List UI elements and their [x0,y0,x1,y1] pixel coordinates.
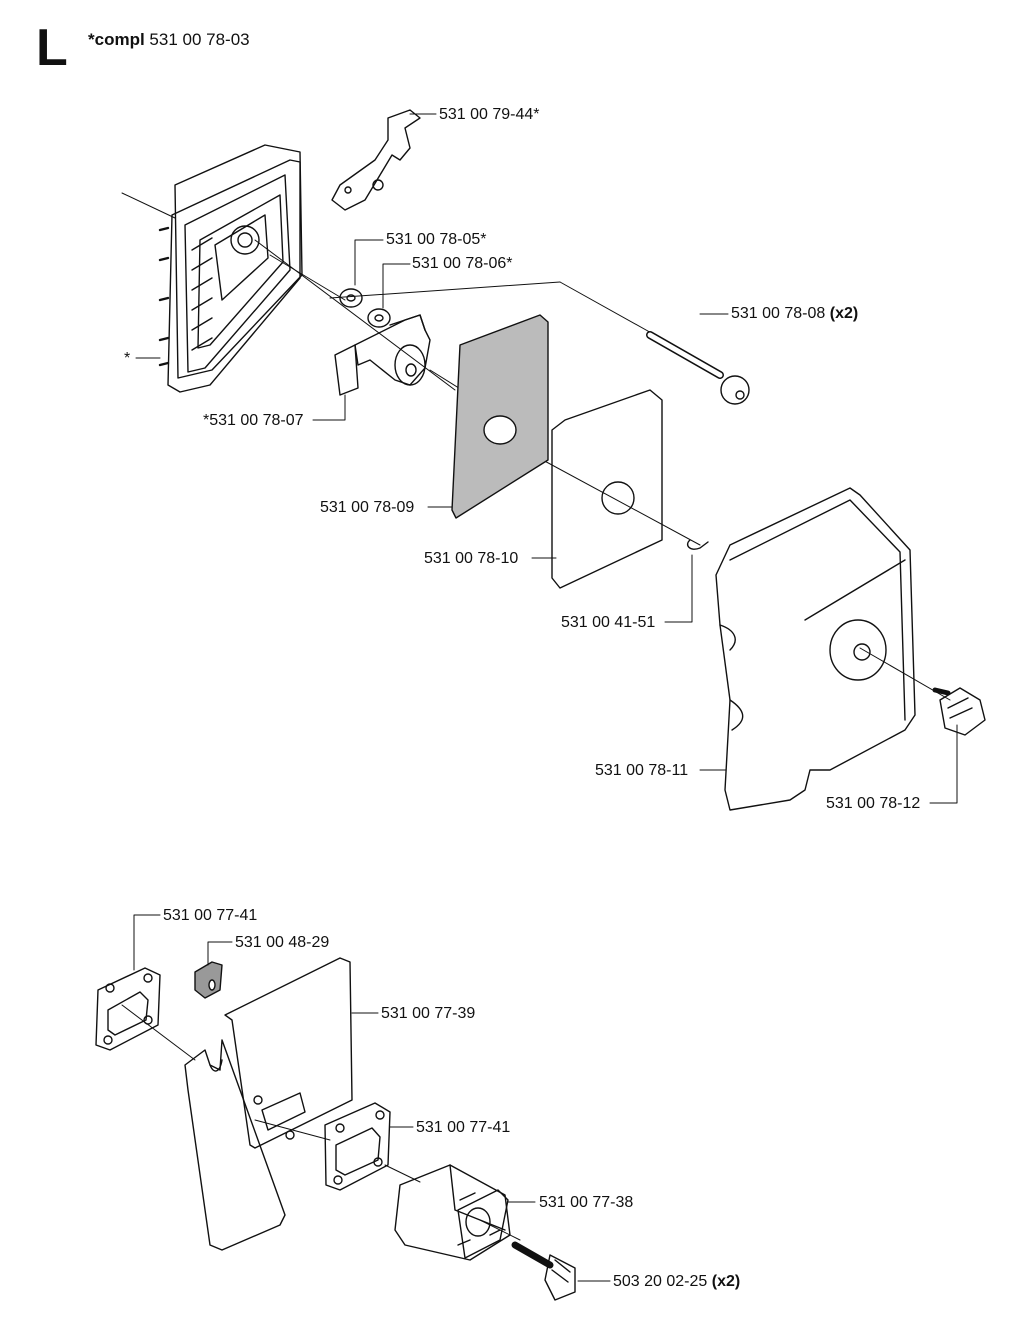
mounting-bracket [334,314,431,396]
part-label: 531 00 77-41 [416,1119,511,1136]
heat-shield [184,1039,286,1251]
part-label: 531 00 78-08 (x2) [731,305,859,322]
part-label: 531 00 78-11 [595,762,689,779]
part-label: 531 00 79-44* [439,106,540,123]
part-label: 531 00 78-06* [412,255,513,272]
intake-assembly [95,914,611,1301]
part-label: *531 00 78-07 [203,412,304,429]
foam-filter [551,389,663,589]
short-screw [511,1241,576,1301]
filter-cover [715,487,916,811]
part-label: 531 00 78-05* [386,231,487,248]
air-filter-assembly [121,109,986,811]
part-label: 531 00 78-12 [826,795,921,812]
lower-leader-lines [133,914,611,1282]
small-clip [194,961,223,999]
cover-knob [932,687,986,736]
assembly-prefix: *compl [88,30,145,49]
part-label: 531 00 48-29 [235,934,330,951]
filter-base-housing [158,144,303,393]
part-label: 531 00 41-51 [561,614,656,631]
part-label: 503 20 02-25 (x2) [613,1273,741,1290]
filter-mesh [451,314,549,519]
part-label: 531 00 78-09 [320,499,415,516]
washer-b [367,308,391,328]
intake-block [394,1164,511,1261]
part-label: 531 00 77-38 [539,1194,634,1211]
part-label: 531 00 77-39 [381,1005,476,1022]
part-label: 531 00 77-41 [163,907,258,924]
choke-lever [331,109,421,211]
upper-leader-lines [135,113,958,804]
assembly-number: 531 00 78-03 [149,30,250,49]
section-letter: L [36,19,68,77]
washer-a [339,288,363,308]
part-label: * [124,350,131,367]
plate-large [224,957,353,1149]
spring-clip [686,539,709,550]
gasket-1 [95,967,161,1051]
gasket-2 [324,1102,391,1191]
long-screw [646,331,750,405]
part-label: 531 00 78-10 [424,550,519,567]
assembly-heading: *compl 531 00 78-03 [88,30,250,50]
